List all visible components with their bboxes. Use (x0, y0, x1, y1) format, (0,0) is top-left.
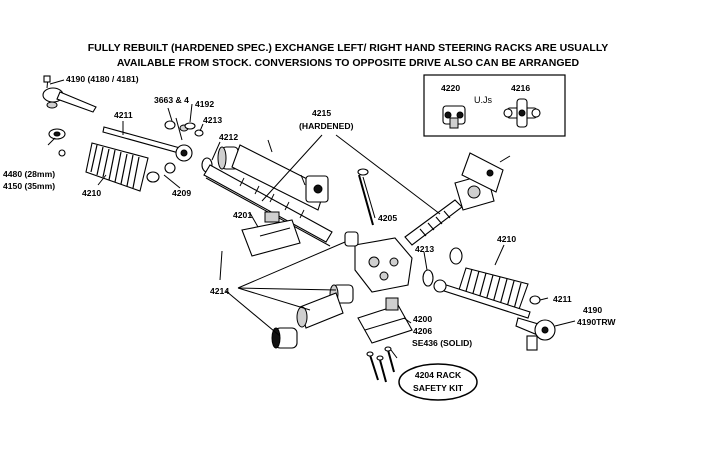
rack-bush-4212-part (201, 146, 239, 173)
safety-kit-callout: 4204 RACK SAFETY KIT (398, 363, 478, 401)
safety-kit-line-2: SAFETY KIT (413, 383, 464, 393)
label-4209: 4209 (172, 188, 191, 198)
tie-rod-left-part (102, 126, 193, 162)
label-4213-mid: 4213 (415, 244, 434, 254)
label-3663: 3663 & 4 (154, 95, 189, 105)
label-4150: 4150 (35mm) (3, 181, 55, 191)
plunger-spring-4205-part (357, 168, 374, 226)
inset-label-4220: 4220 (441, 83, 460, 93)
label-4200: 4200 (413, 314, 432, 324)
mounting-clamp-4201-part (241, 211, 301, 257)
rack-housing-upper-part (231, 139, 329, 211)
washer-4213-mid-part (422, 269, 434, 287)
washer-4192-part (184, 122, 196, 130)
rack-gaiter-left-part (85, 142, 176, 192)
pinion-cover-part (461, 152, 511, 193)
uj-cross-4216-part (503, 98, 541, 128)
rack-tube-4215-part (203, 164, 333, 247)
label-4192: 4192 (195, 99, 214, 109)
leader-lines (47, 79, 576, 359)
ball-joint-cup-part (48, 128, 66, 157)
header-line-2: AVAILABLE FROM STOCK. CONVERSIONS TO OPP… (117, 57, 580, 69)
lock-washer-3663-part (164, 117, 189, 141)
uj-yoke-4220-part (442, 105, 466, 129)
label-4205: 4205 (378, 213, 397, 223)
track-rod-end-right-part (515, 317, 556, 351)
center-gearbox-housing-part (344, 231, 413, 293)
safety-kit-line-1: 4204 RACK (415, 370, 462, 380)
label-4215-note: (HARDENED) (299, 121, 354, 131)
label-4190-right: 4190 (583, 305, 602, 315)
label-4214: 4214 (210, 286, 229, 296)
safety-kit-oval (398, 363, 478, 401)
inset-title: U.Js (474, 95, 493, 105)
label-4190-top: 4190 (4180 / 4181) (66, 74, 139, 84)
rack-bush-4214-c-part (271, 327, 298, 349)
header-line-1: FULLY REBUILT (HARDENED SPEC.) EXCHANGE … (88, 42, 609, 54)
inset-label-4216: 4216 (511, 83, 530, 93)
rack-gaiter-right-part (457, 267, 529, 313)
label-4213-top: 4213 (203, 115, 222, 125)
rack-bush-4214-b-part (296, 292, 344, 329)
label-4480: 4480 (28mm) (3, 169, 55, 179)
label-4201: 4201 (233, 210, 252, 220)
track-rod-end-left-part (42, 75, 97, 113)
universal-joints-inset: 4220 4216 U.Js (423, 74, 566, 137)
right-bush-part (449, 247, 463, 265)
label-4215: 4215 (312, 108, 331, 118)
label-4211-right: 4211 (553, 294, 572, 304)
label-4206: 4206 (413, 326, 432, 336)
label-4212: 4212 (219, 132, 238, 142)
label-4211-left: 4211 (114, 110, 133, 120)
pinion-shaft-part (404, 199, 463, 246)
label-4210-left: 4210 (82, 188, 101, 198)
label-4190TRW: 4190TRW (577, 317, 616, 327)
safety-kit-bolts-part (366, 346, 395, 383)
washer-4213-top-part (194, 129, 204, 137)
pinion-flange-plate-part (454, 163, 495, 211)
mounting-clamp-4200-part (357, 297, 413, 344)
label-se436: SE436 (SOLID) (412, 338, 472, 348)
label-4210-right: 4210 (497, 234, 516, 244)
